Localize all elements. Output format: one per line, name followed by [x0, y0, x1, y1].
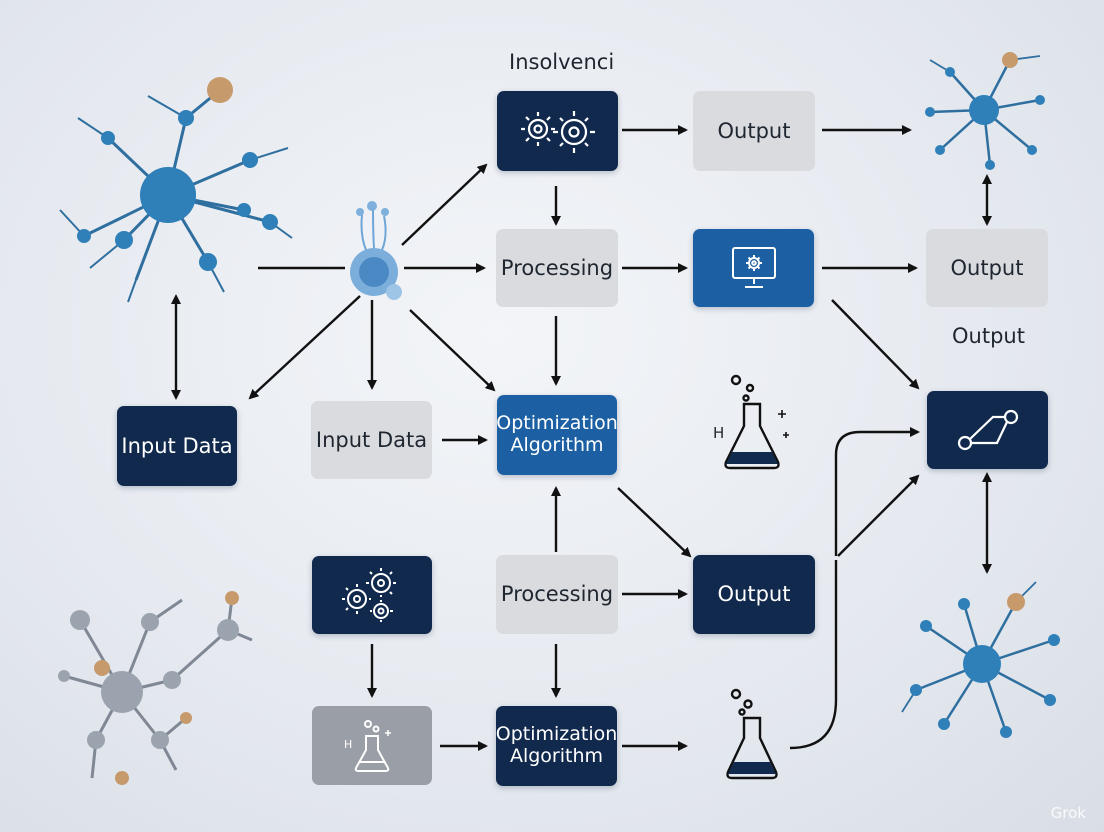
- flask-label: H: [713, 424, 725, 442]
- processing-box-bottom[interactable]: Processing: [496, 555, 618, 634]
- input-data-box-dark[interactable]: Input Data: [117, 406, 237, 486]
- output-box-bottom[interactable]: Output: [693, 555, 815, 634]
- diagram-title: Insolvenci: [509, 50, 615, 74]
- output-box-top[interactable]: Output: [693, 91, 815, 171]
- flask-box[interactable]: [312, 706, 432, 785]
- path-box[interactable]: [927, 391, 1048, 469]
- gears-icon: [520, 111, 595, 153]
- arrow-line: [248, 295, 361, 400]
- cell-icon: [350, 201, 402, 300]
- optimization-box-bottom[interactable]: Optimization Algorithm: [496, 706, 617, 786]
- monitor-box[interactable]: [693, 229, 814, 307]
- optimization-box-top[interactable]: Optimization Algorithm: [496, 395, 618, 475]
- input-data-box-light[interactable]: Input Data: [311, 401, 432, 479]
- flask-icon: [724, 374, 789, 470]
- molecule-icon: [925, 52, 1045, 170]
- arrow-line: [831, 299, 920, 390]
- output-box-right[interactable]: Output: [926, 229, 1048, 307]
- arrow-curve: [789, 560, 838, 750]
- arrow-line: [617, 487, 692, 558]
- flask-box-label: H: [344, 738, 353, 751]
- processing-box[interactable]: Processing: [496, 229, 618, 307]
- molecule-icon: [59, 77, 293, 303]
- gears-box-bottom[interactable]: [312, 556, 432, 634]
- gears-icon: [342, 568, 396, 622]
- gears-box[interactable]: [497, 91, 618, 171]
- molecule-icon: [901, 581, 1060, 738]
- watermark: Grok: [1050, 804, 1086, 822]
- flask-icon: [354, 719, 391, 772]
- arrow-line: [401, 163, 488, 246]
- path-nodes-icon: [957, 409, 1018, 451]
- arrow-line: [409, 309, 496, 392]
- arrow-line: [837, 474, 920, 557]
- molecule-icon: [58, 591, 253, 785]
- arrow-curve: [834, 427, 920, 556]
- monitor-gear-icon: [731, 247, 776, 288]
- flask-icon: [726, 688, 778, 780]
- output-caption: Output: [952, 324, 1025, 348]
